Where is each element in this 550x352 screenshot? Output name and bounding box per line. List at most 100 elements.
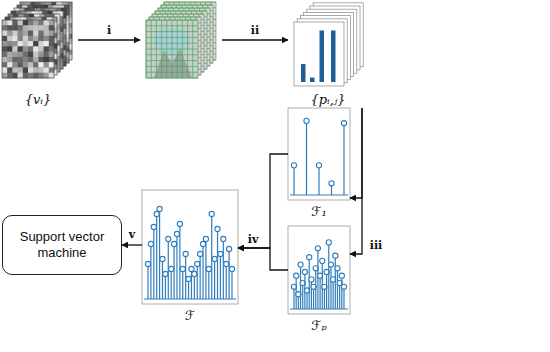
noise-pixel	[28, 36, 34, 42]
stem-marker	[315, 246, 320, 251]
grid-line	[146, 31, 198, 32]
noise-pixel	[28, 20, 34, 26]
stem-marker	[200, 241, 205, 246]
noise-pixel	[44, 31, 50, 37]
input-frame-stack: {vᵢ}	[0, 0, 76, 108]
noise-pixel	[49, 67, 55, 73]
stem	[147, 264, 148, 299]
flow-connector	[238, 248, 288, 270]
figure-label: ℱ₁	[311, 204, 326, 220]
histogram-frame	[294, 22, 344, 86]
stem	[197, 264, 198, 299]
noise-pixel	[44, 20, 50, 26]
noise-pixel	[28, 25, 34, 31]
stem-marker	[166, 236, 171, 241]
stem	[194, 274, 195, 299]
stem-plot	[288, 226, 350, 314]
noise-pixel	[33, 46, 39, 52]
noise-pixel	[28, 57, 34, 63]
noise-pixel	[49, 36, 55, 42]
stem-marker	[339, 273, 344, 278]
noise-pixel	[12, 41, 18, 47]
stem-marker	[163, 271, 168, 276]
noise-pixel	[38, 73, 44, 79]
grid-line	[149, 17, 201, 18]
grid-line	[146, 49, 198, 50]
stem	[302, 283, 303, 309]
noise-pixel	[49, 31, 55, 37]
noise-pixel	[28, 73, 34, 79]
stem	[324, 287, 325, 309]
noise-pixel	[44, 46, 50, 52]
stem	[300, 265, 301, 309]
step-label: iii	[369, 240, 384, 251]
noise-pixel	[18, 52, 24, 58]
noise-pixel	[44, 52, 50, 58]
stem	[330, 265, 331, 309]
noise-pixel	[12, 57, 18, 63]
noise-pixel	[44, 73, 50, 79]
stem-marker	[198, 251, 203, 256]
figure-label: ℱ	[185, 308, 195, 324]
stem-plot	[142, 190, 238, 304]
feature-stem-plot: ℱ₁	[288, 108, 350, 220]
stem	[179, 224, 180, 299]
noise-pixel	[33, 41, 39, 47]
noise-pixel	[33, 67, 39, 73]
stem-marker	[145, 261, 150, 266]
noise-pixel	[2, 20, 8, 26]
noise-pixel	[38, 36, 44, 42]
grid-line	[146, 66, 198, 67]
noise-pixel	[44, 41, 50, 47]
noise-pixel	[7, 73, 13, 79]
stem-marker	[302, 269, 307, 274]
stem-marker	[157, 206, 162, 211]
grid-line	[146, 37, 198, 38]
stem-marker	[316, 163, 321, 168]
stem	[231, 269, 232, 299]
step-label: v	[128, 229, 136, 240]
noise-pixel	[18, 57, 24, 63]
stem	[335, 256, 336, 309]
step-arrow	[222, 39, 288, 40]
noise-pixel	[44, 62, 50, 68]
frame-border	[294, 22, 344, 86]
fused-feature-plot: ℱ	[142, 190, 238, 324]
grid-line	[146, 60, 198, 61]
stem	[328, 242, 329, 309]
stem	[200, 254, 201, 299]
noise-pixel	[7, 57, 13, 63]
noise-pixel	[7, 41, 13, 47]
noise-pixel	[33, 73, 39, 79]
stem	[223, 239, 224, 299]
noise-pixel	[18, 36, 24, 42]
noise-pixel	[12, 25, 18, 31]
classifier-box: Support vector machine	[2, 215, 122, 275]
stem	[311, 279, 312, 309]
stem-marker	[215, 226, 220, 231]
grid-line	[146, 20, 198, 21]
stem-marker	[171, 241, 176, 246]
stem-marker	[183, 251, 188, 256]
stem	[162, 259, 163, 299]
noise-pixel	[44, 57, 50, 63]
noise-pixel	[2, 36, 8, 42]
noise-pixel	[7, 52, 13, 58]
stem	[317, 248, 318, 309]
stem	[337, 268, 338, 309]
noise-pixel	[33, 62, 39, 68]
plot-frame	[288, 108, 350, 200]
histogram-stack-node: {pᵢ,ⱼ}	[290, 0, 366, 108]
noise-pixel	[2, 52, 8, 58]
stem	[343, 287, 344, 309]
noise-pixel	[38, 41, 44, 47]
grid-line	[164, 2, 216, 3]
histogram-bar	[310, 78, 315, 82]
noise-pixel	[2, 41, 8, 47]
noise-frame-stack	[2, 2, 72, 78]
noise-pixel	[23, 41, 29, 47]
stem	[214, 259, 215, 299]
step-label: ii	[250, 25, 260, 36]
stem	[208, 269, 209, 299]
step-arrow	[78, 39, 140, 40]
